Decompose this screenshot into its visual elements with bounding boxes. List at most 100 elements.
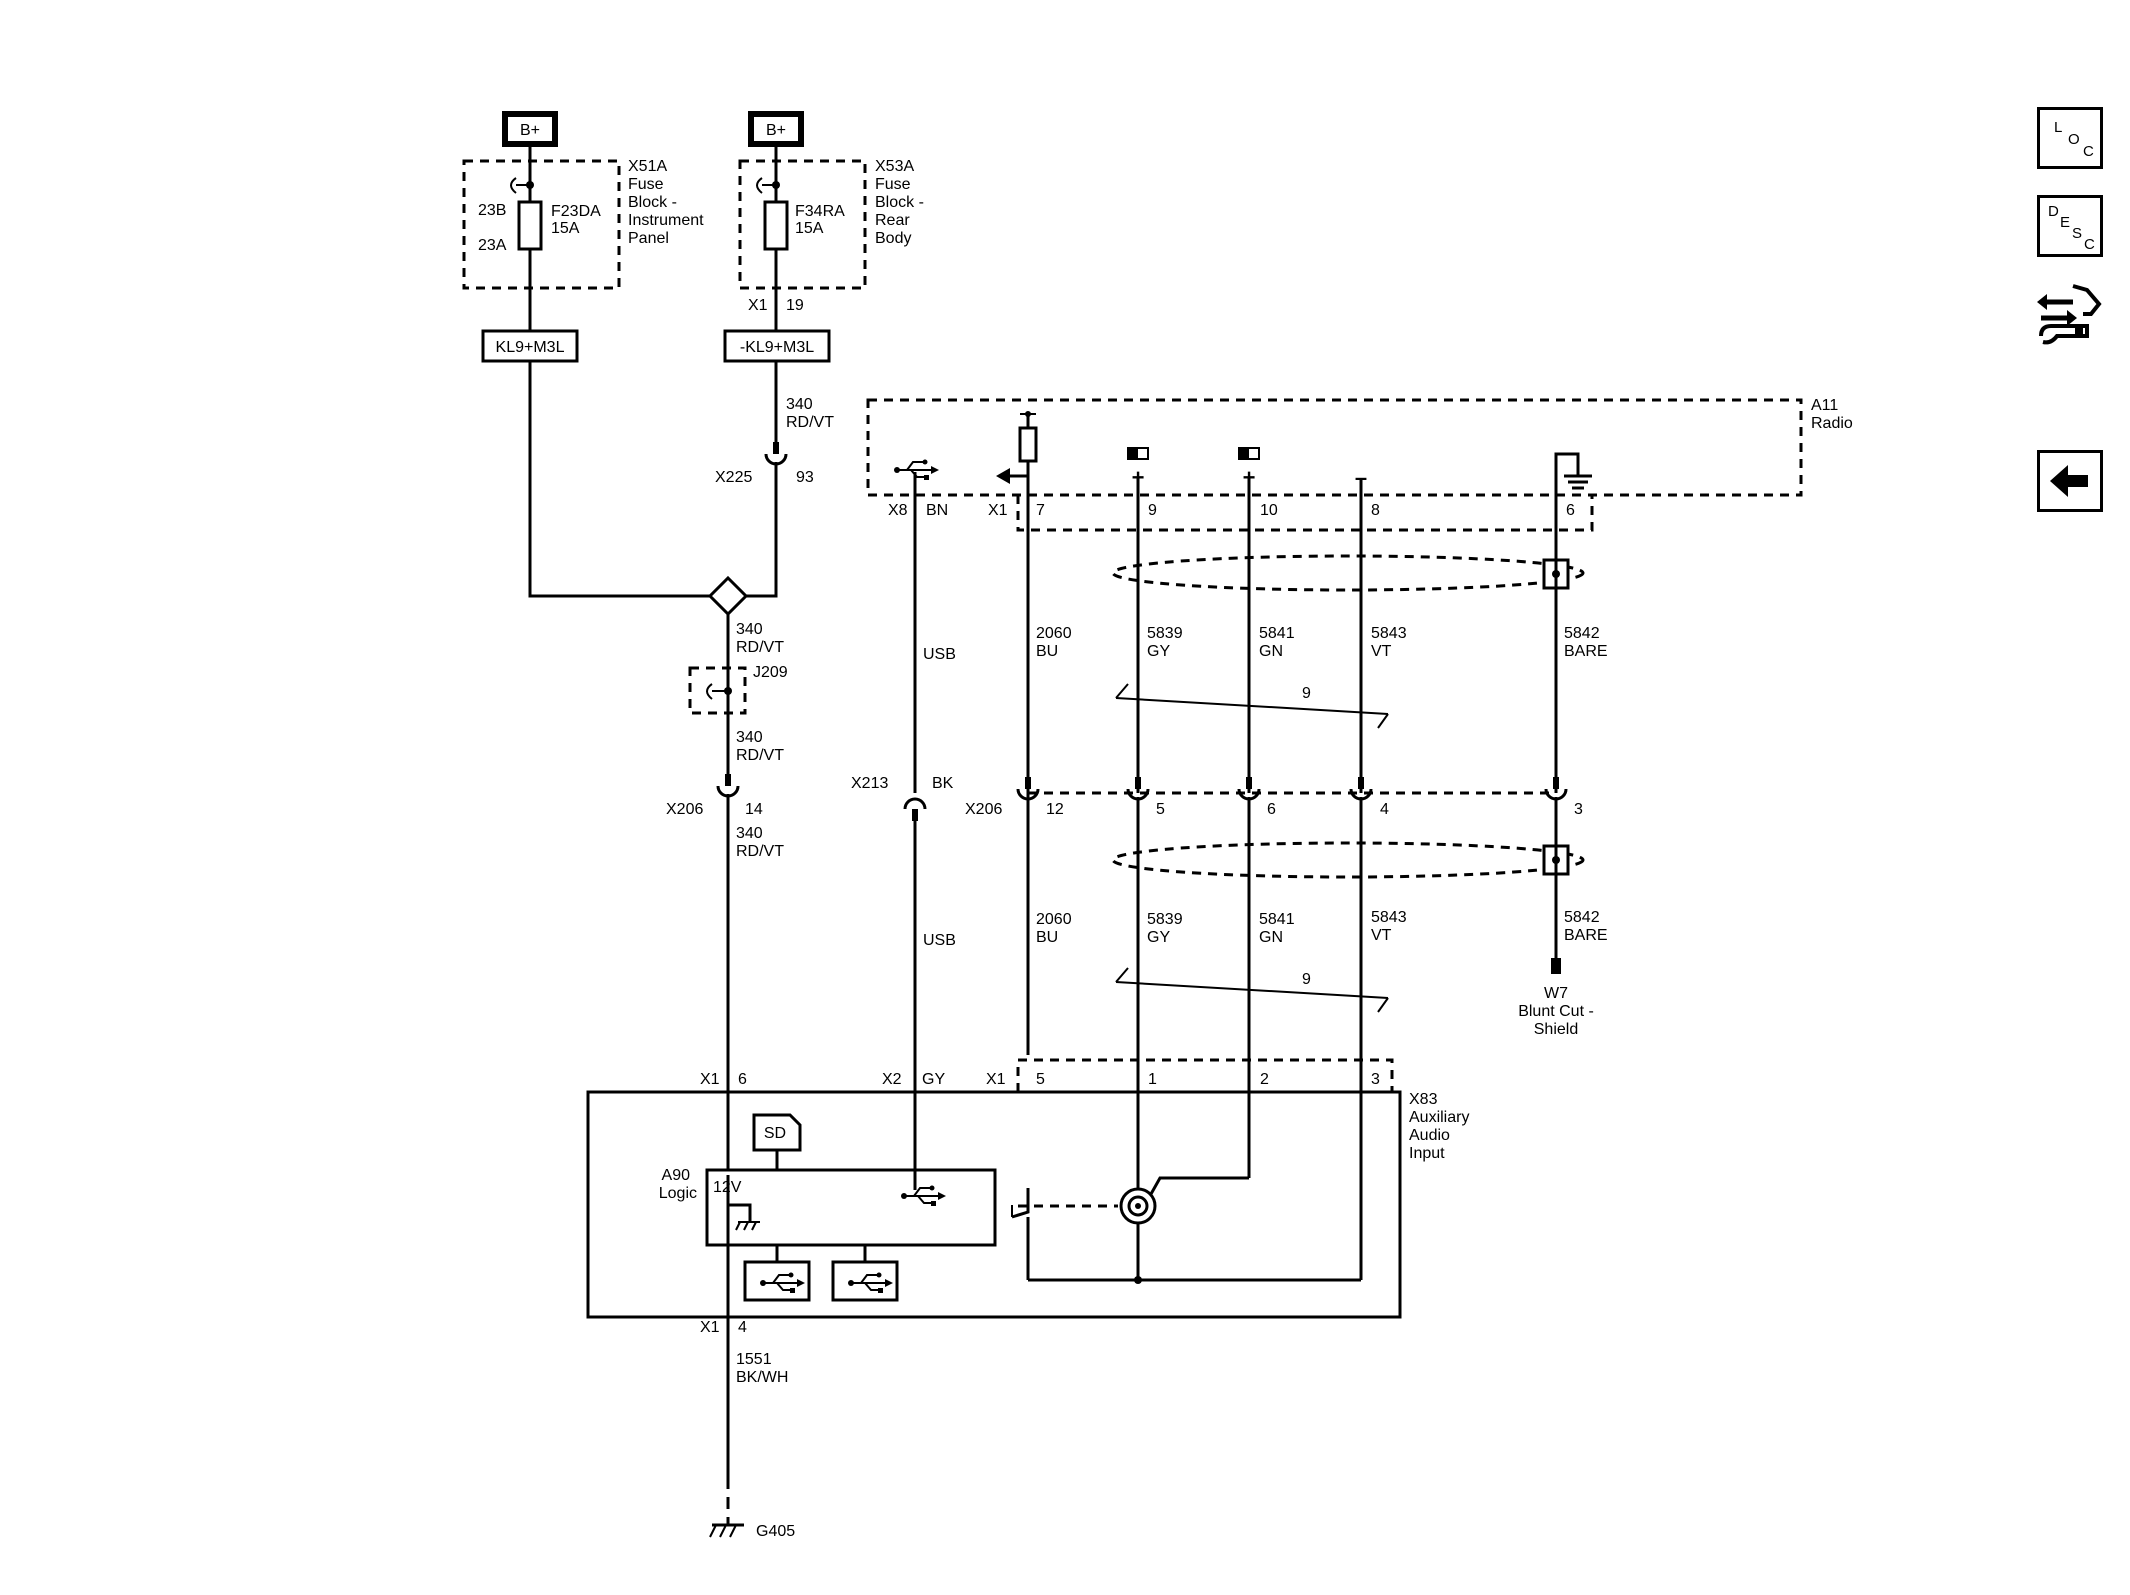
svg-text:5842: 5842	[1564, 625, 1600, 642]
svg-text:8: 8	[1371, 502, 1380, 519]
svg-text:BN: BN	[926, 502, 948, 519]
svg-text:X206: X206	[965, 801, 1002, 818]
svg-text:VT: VT	[1371, 927, 1392, 944]
svg-text:X213: X213	[851, 775, 888, 792]
svg-text:15A: 15A	[795, 220, 824, 237]
fuse-block-left-label: X51A Fuse Block - Instrument Panel	[628, 158, 704, 247]
sd-card-icon: SD	[752, 1113, 802, 1152]
fuse-block-right-label: X53A Fuse Block - Rear Body	[875, 158, 924, 247]
svg-text:X51A: X51A	[628, 158, 667, 175]
svg-text:19: 19	[786, 297, 804, 314]
svg-text:5: 5	[1036, 1071, 1045, 1088]
resistor-icon	[1018, 426, 1038, 463]
svg-text:X1: X1	[700, 1319, 720, 1336]
speaker-icon	[1127, 447, 1149, 460]
location-button[interactable]: L O C	[2037, 107, 2103, 169]
svg-text:X1: X1	[748, 297, 768, 314]
j209-box	[688, 666, 747, 715]
svg-text:BK: BK	[932, 775, 954, 792]
svg-text:RD/VT: RD/VT	[736, 843, 784, 860]
svg-text:USB: USB	[923, 932, 956, 949]
svg-text:RD/VT: RD/VT	[736, 747, 784, 764]
svg-text:Rear: Rear	[875, 212, 910, 229]
battery-left: B+	[502, 111, 558, 147]
svg-text:340: 340	[736, 621, 763, 638]
svg-text:BK/WH: BK/WH	[736, 1369, 788, 1386]
connector-view-icon[interactable]	[2035, 280, 2105, 350]
back-arrow-icon	[2050, 465, 2088, 497]
connector-x206-left	[716, 772, 740, 798]
fuse-f23da	[517, 200, 543, 251]
svg-text:6: 6	[738, 1071, 747, 1088]
svg-text:9: 9	[1148, 502, 1157, 519]
description-button[interactable]: D E S C	[2037, 195, 2103, 257]
svg-text:G405: G405	[756, 1523, 795, 1540]
svg-text:X225: X225	[715, 469, 752, 486]
svg-text:5842: 5842	[1564, 909, 1600, 926]
svg-text:J209: J209	[753, 664, 788, 681]
back-button[interactable]	[2037, 450, 2103, 512]
svg-text:GY: GY	[922, 1071, 945, 1088]
connector-x213	[903, 797, 927, 823]
relay-right	[723, 329, 831, 363]
svg-text:+: +	[1243, 465, 1256, 490]
battery-right: B+	[748, 111, 804, 147]
svg-text:VT: VT	[1371, 643, 1392, 660]
svg-text:Instrument: Instrument	[628, 212, 704, 229]
svg-text:X1: X1	[986, 1071, 1006, 1088]
svg-text:–: –	[1355, 465, 1367, 490]
svg-text:Block -: Block -	[875, 194, 924, 211]
fuse-f34ra	[763, 200, 789, 251]
svg-text:10: 10	[1260, 502, 1278, 519]
svg-text:14: 14	[745, 801, 763, 818]
svg-text:Fuse: Fuse	[875, 176, 911, 193]
svg-text:4: 4	[1380, 801, 1389, 818]
svg-text:5839: 5839	[1147, 911, 1183, 928]
svg-text:1551: 1551	[736, 1351, 772, 1368]
svg-text:23A: 23A	[478, 237, 507, 254]
svg-text:X1: X1	[700, 1071, 720, 1088]
svg-text:7: 7	[1036, 502, 1045, 519]
svg-text:GN: GN	[1259, 643, 1283, 660]
svg-text:340: 340	[786, 396, 813, 413]
svg-text:6: 6	[1267, 801, 1276, 818]
svg-text:Panel: Panel	[628, 230, 669, 247]
svg-text:BARE: BARE	[1564, 927, 1608, 944]
aux-input-label: X83 Auxiliary Audio Input	[1409, 1091, 1469, 1162]
svg-text:340: 340	[736, 825, 763, 842]
logic-module	[705, 1168, 997, 1247]
svg-text:F34RA: F34RA	[795, 203, 845, 220]
svg-text:KL9+M3L: KL9+M3L	[496, 339, 565, 356]
svg-text:RD/VT: RD/VT	[786, 414, 834, 431]
svg-text:6: 6	[1566, 502, 1575, 519]
connector-x225	[764, 440, 788, 466]
svg-text:12: 12	[1046, 801, 1064, 818]
svg-text:4: 4	[738, 1319, 747, 1336]
svg-text:Fuse: Fuse	[628, 176, 664, 193]
svg-text:X1: X1	[988, 502, 1008, 519]
svg-text:BARE: BARE	[1564, 643, 1608, 660]
svg-text:340: 340	[736, 729, 763, 746]
svg-text:X83: X83	[1409, 1091, 1438, 1108]
radio-module	[866, 398, 1803, 497]
svg-text:Audio: Audio	[1409, 1127, 1450, 1144]
relay-left	[481, 329, 579, 363]
svg-text:Blunt Cut -: Blunt Cut -	[1518, 1003, 1594, 1020]
svg-text:93: 93	[796, 469, 814, 486]
speaker-icon	[1238, 447, 1260, 460]
svg-text:GN: GN	[1259, 929, 1283, 946]
svg-text:-KL9+M3L: -KL9+M3L	[740, 339, 814, 356]
svg-text:USB: USB	[923, 646, 956, 663]
svg-text:RD/VT: RD/VT	[736, 639, 784, 656]
svg-text:BU: BU	[1036, 643, 1058, 660]
svg-text:X206: X206	[666, 801, 703, 818]
svg-text:Auxiliary: Auxiliary	[1409, 1109, 1469, 1126]
svg-text:X2: X2	[882, 1071, 902, 1088]
svg-text:B+: B+	[520, 122, 540, 139]
svg-text:A11: A11	[1811, 397, 1838, 414]
svg-text:3: 3	[1371, 1071, 1380, 1088]
svg-text:2060: 2060	[1036, 911, 1072, 928]
svg-text:2: 2	[1260, 1071, 1269, 1088]
svg-text:5841: 5841	[1259, 625, 1295, 642]
